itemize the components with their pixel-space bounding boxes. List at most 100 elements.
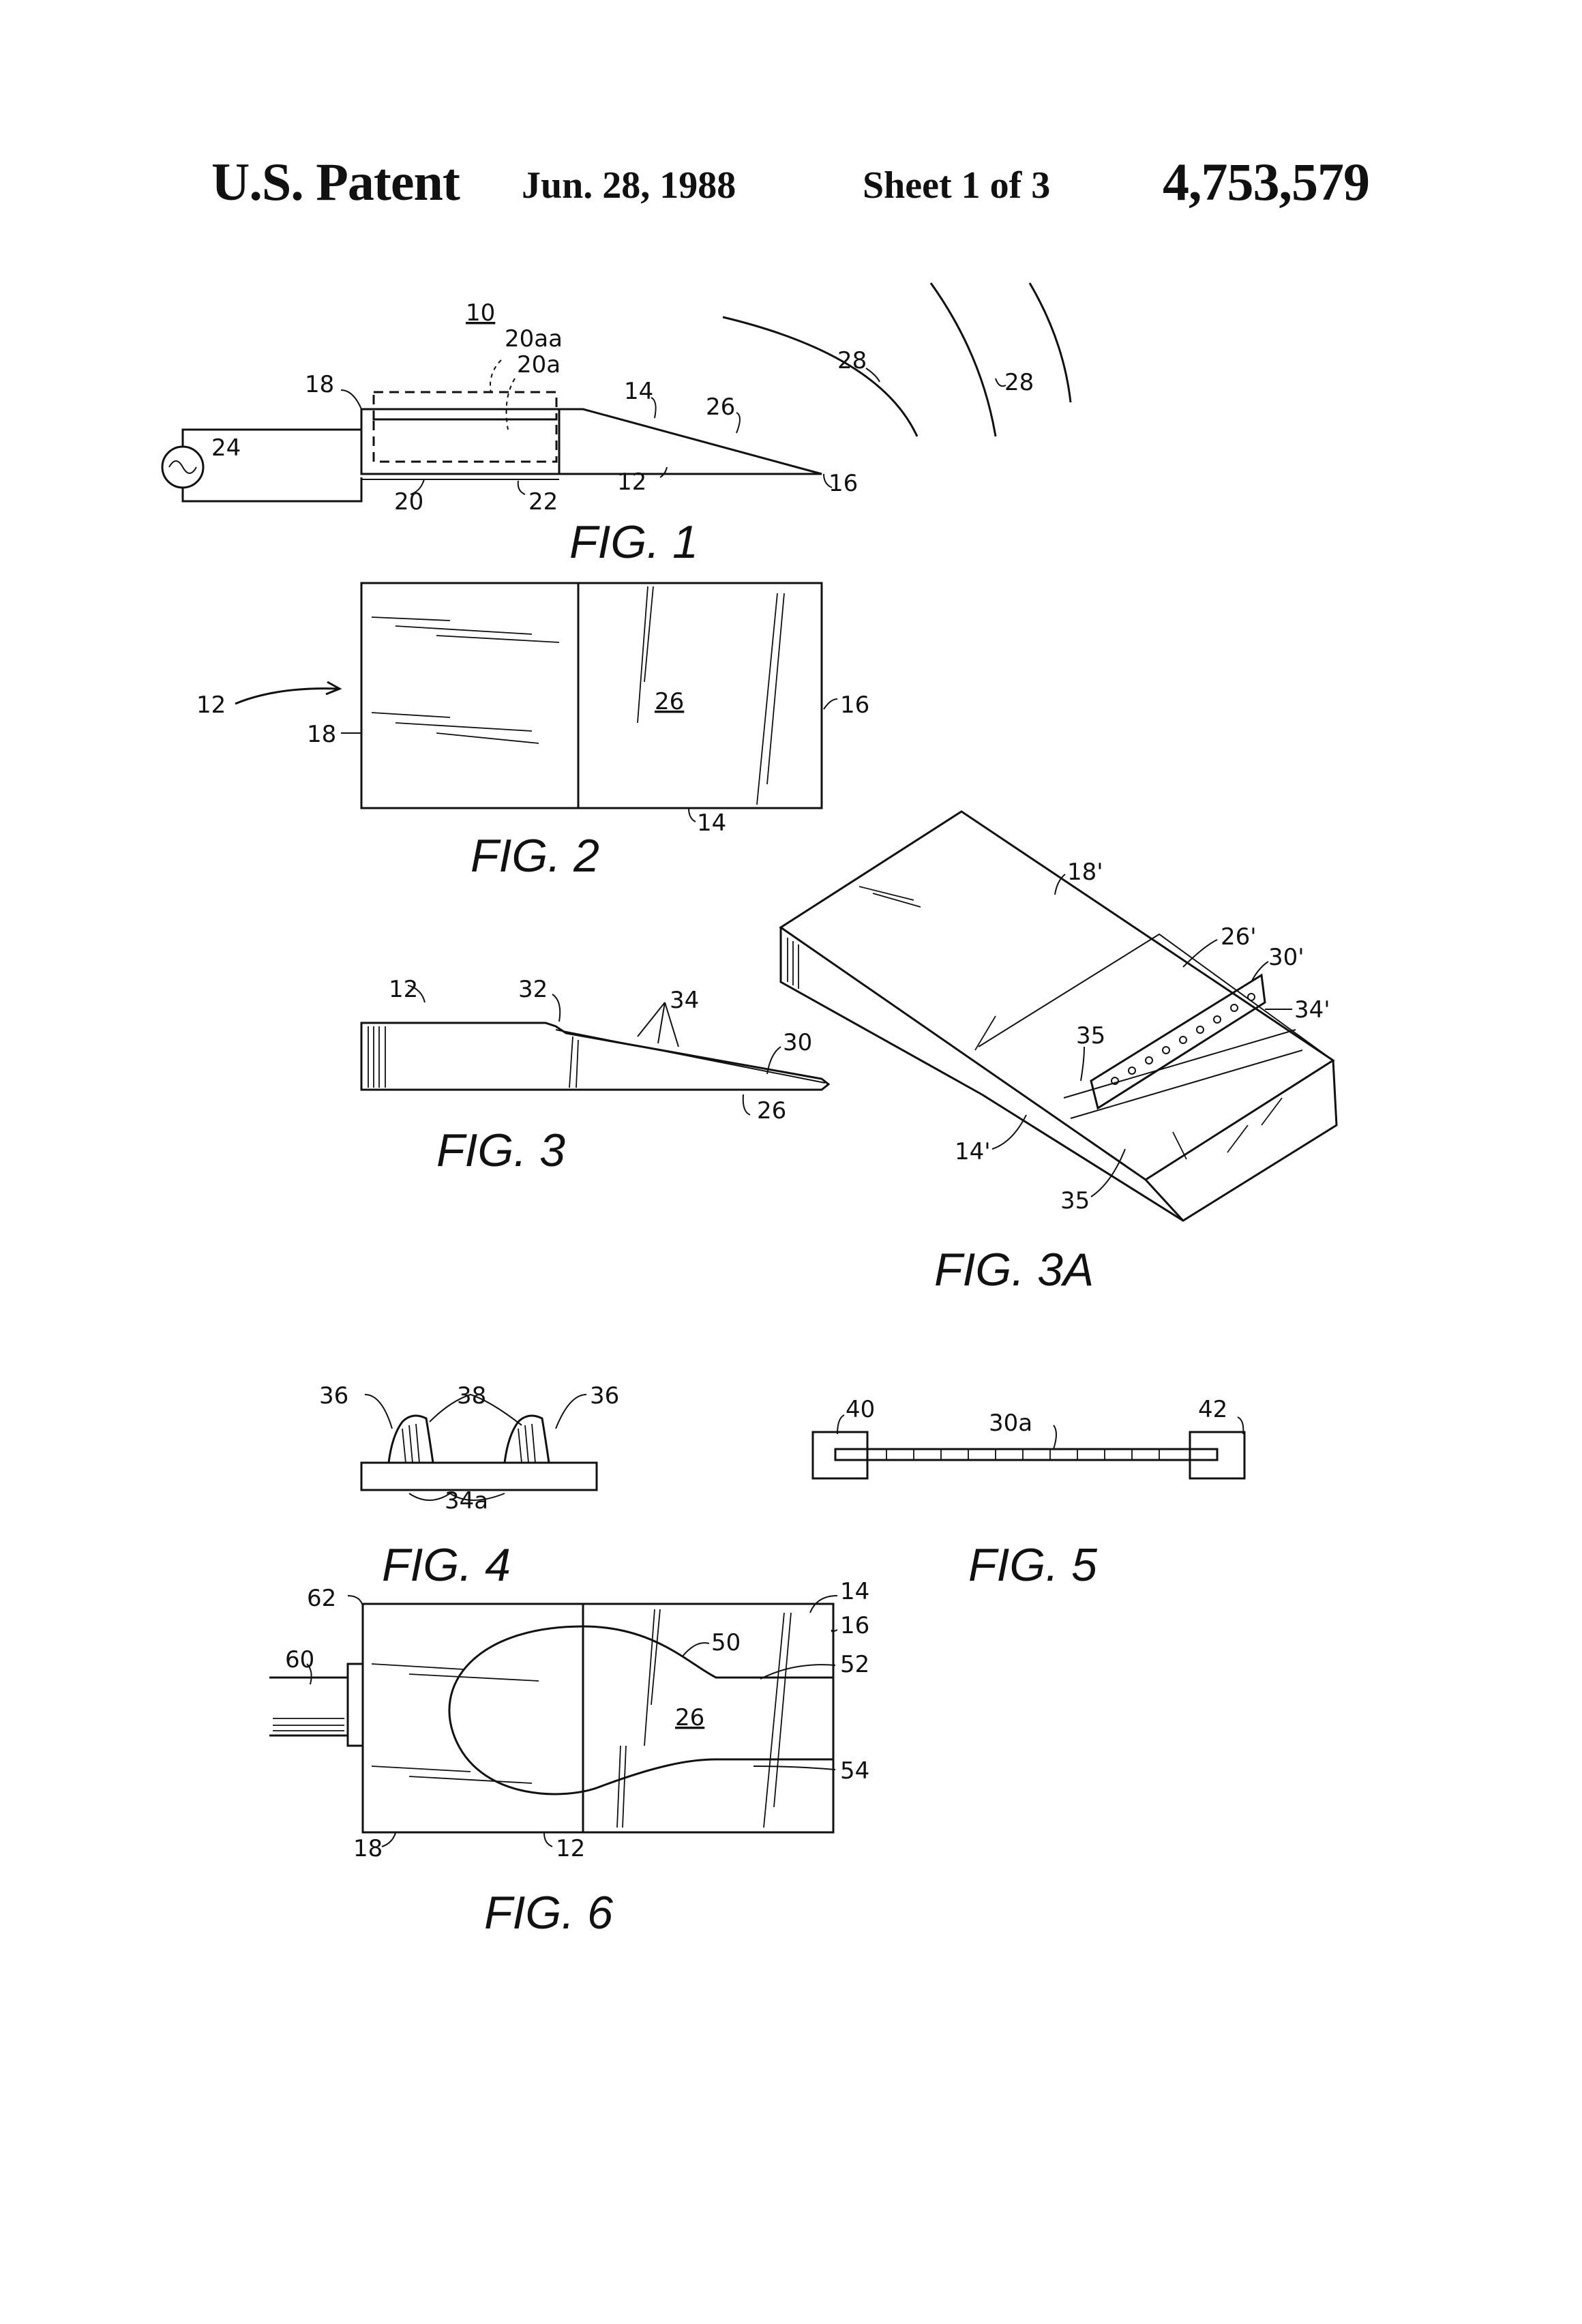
label-50: 50 <box>711 1629 741 1656</box>
label-30a: 30a <box>989 1410 1032 1437</box>
block-left-face <box>781 927 982 1094</box>
protrusion-shading <box>402 1424 535 1463</box>
leader-30a <box>1054 1425 1056 1449</box>
leader-20a <box>507 378 515 430</box>
label-34p: 34' <box>1294 996 1330 1024</box>
label-20a: 20a <box>517 351 561 378</box>
wavefront-arc-2 <box>931 283 996 436</box>
label-18-fig6: 18 <box>353 1835 383 1862</box>
leader-62 <box>348 1596 363 1606</box>
label-12-fig6: 12 <box>556 1835 585 1862</box>
leader-18-fig6 <box>382 1833 395 1847</box>
leader-36b <box>556 1395 586 1429</box>
transducer-outline-50 <box>449 1626 833 1794</box>
wavefront-arc-3 <box>1030 283 1071 402</box>
label-16-fig6: 16 <box>840 1612 869 1639</box>
leader-26 <box>736 413 740 433</box>
figure-2: 12 18 26 16 14 FIG. 2 <box>196 583 869 882</box>
leader-20aa <box>490 360 501 393</box>
perforated-cap-30p <box>1091 975 1265 1108</box>
label-12-fig2: 12 <box>196 691 226 719</box>
leader-26-fig3 <box>743 1094 750 1115</box>
label-36b: 36 <box>590 1382 619 1410</box>
dashed-element-20a <box>374 419 556 462</box>
leader-36a <box>365 1395 392 1429</box>
label-42: 42 <box>1198 1396 1227 1423</box>
horn-outline <box>559 409 822 474</box>
label-28b: 28 <box>1004 369 1034 396</box>
label-26: 26 <box>706 393 735 421</box>
label-62: 62 <box>307 1585 336 1612</box>
label-16: 16 <box>829 470 858 497</box>
shading-lines-fig3a <box>788 887 1282 1159</box>
label-22: 22 <box>528 488 558 516</box>
label-54: 54 <box>840 1757 869 1785</box>
leader-22 <box>518 481 525 494</box>
label-26p: 26' <box>1221 923 1257 951</box>
figure-3: 12 32 34 30 26 FIG. 3 <box>361 976 829 1176</box>
leader-32 <box>552 994 560 1022</box>
label-16-fig2: 16 <box>840 691 869 719</box>
caption-fig-4: FIG. 4 <box>382 1539 511 1591</box>
label-30: 30 <box>783 1029 812 1056</box>
transducer-outline-top <box>583 1626 833 1678</box>
dashed-element-20aa <box>374 392 556 419</box>
caption-fig-2: FIG. 2 <box>471 830 599 882</box>
rail-35b <box>1071 1050 1302 1118</box>
label-34: 34 <box>670 987 699 1014</box>
label-12: 12 <box>617 468 646 496</box>
horn-top-view <box>361 583 822 808</box>
label-32: 32 <box>518 976 548 1003</box>
label-24: 24 <box>211 434 241 462</box>
label-52: 52 <box>840 1651 869 1678</box>
leader-50 <box>682 1643 709 1657</box>
caption-fig-3: FIG. 3 <box>436 1124 565 1176</box>
caption-fig-3a: FIG. 3A <box>934 1244 1094 1296</box>
label-40: 40 <box>846 1396 875 1423</box>
caption-fig-6: FIG. 6 <box>484 1887 613 1939</box>
label-60: 60 <box>285 1646 314 1673</box>
caption-fig-5: FIG. 5 <box>968 1539 1097 1591</box>
cable-60 <box>269 1678 348 1735</box>
arrow-12-shaft <box>235 689 338 704</box>
label-30p: 30' <box>1268 944 1304 971</box>
horn-side-view <box>361 1023 829 1090</box>
leader-28a <box>866 368 880 382</box>
label-18-fig2: 18 <box>307 721 336 748</box>
leader-18 <box>341 390 361 409</box>
clamp-40 <box>813 1432 867 1478</box>
figure-3a: 18' 26' 30' 34' 35 35 14' FIG. 3A <box>781 811 1337 1296</box>
label-20: 20 <box>394 488 423 516</box>
perforated-plate-30a <box>835 1449 1217 1460</box>
label-14-fig6: 14 <box>840 1578 869 1605</box>
leader-54 <box>753 1766 835 1770</box>
caption-fig-1: FIG. 1 <box>569 516 698 568</box>
label-26-fig3: 26 <box>757 1097 786 1124</box>
wavefront-arc-1 <box>723 317 917 436</box>
label-18: 18 <box>305 371 334 398</box>
wire-top <box>183 430 361 447</box>
label-10: 10 <box>466 299 495 327</box>
label-12-fig3: 12 <box>389 976 418 1003</box>
label-38: 38 <box>457 1382 486 1410</box>
leader-26p <box>1183 940 1217 967</box>
wire-bottom <box>183 477 361 501</box>
leader-12-fig6 <box>544 1833 552 1847</box>
leader-16-fig2 <box>824 699 837 709</box>
label-28a: 28 <box>837 347 867 374</box>
figure-4: 36 38 36 34a FIG. 4 <box>319 1382 619 1591</box>
horn-top-view-fig6 <box>363 1604 833 1832</box>
figure-1: 10 20aa 20a 18 14 26 28 28 24 20 22 12 1… <box>162 283 1071 568</box>
block-top-face <box>781 811 1333 1180</box>
connector-62 <box>348 1664 363 1746</box>
shading-lines-fig3 <box>368 1026 578 1088</box>
label-20aa: 20aa <box>505 325 563 353</box>
label-35b: 35 <box>1060 1187 1090 1215</box>
label-35a: 35 <box>1076 1022 1105 1049</box>
plate-perforations <box>886 1449 1159 1460</box>
leader-12 <box>660 467 667 477</box>
label-34a: 34a <box>445 1487 488 1515</box>
sine-wave-icon <box>169 461 196 473</box>
section-base <box>361 1463 597 1490</box>
label-14p: 14' <box>955 1138 991 1165</box>
